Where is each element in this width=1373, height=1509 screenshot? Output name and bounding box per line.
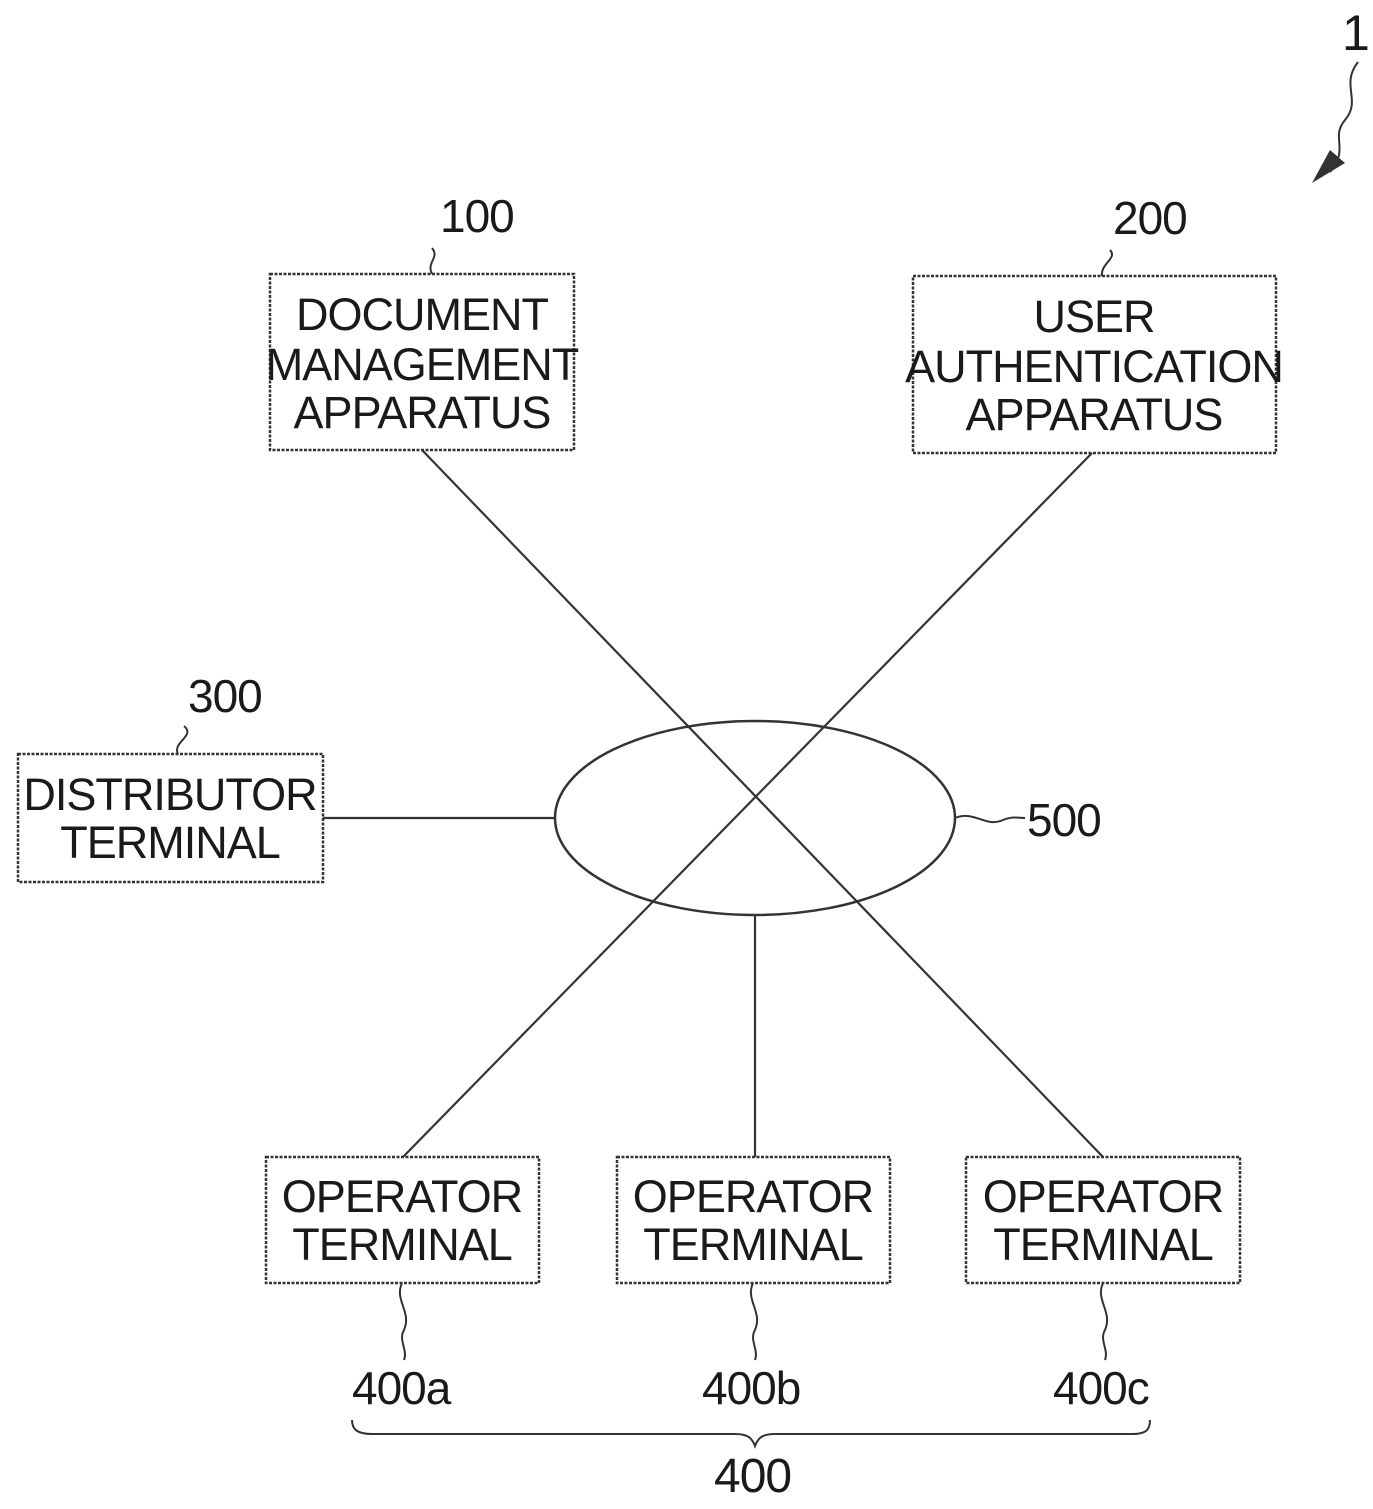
user-authentication-ref-leader <box>1102 250 1112 276</box>
user-authentication-line-3: APPARATUS <box>966 389 1223 440</box>
operator-terminal-a-line-1: OPERATOR <box>282 1171 522 1222</box>
link-100-400c <box>422 450 1103 1157</box>
operator-terminal-c-ref-leader <box>1101 1283 1107 1360</box>
distributor-terminal-node: 300 DISTRIBUTOR TERMINAL <box>18 670 323 882</box>
operator-terminal-a-line-2: TERMINAL <box>292 1219 512 1270</box>
connection-lines <box>323 450 1103 1157</box>
user-authentication-node: 200 USER AUTHENTICATION APPARATUS <box>905 192 1283 453</box>
operator-terminal-a-node: OPERATOR TERMINAL 400a <box>266 1157 539 1414</box>
figure-ref-label: 1 <box>1342 5 1369 61</box>
user-authentication-line-2: AUTHENTICATION <box>905 341 1283 392</box>
operator-terminal-b-ref: 400b <box>702 1362 800 1414</box>
link-200-400a <box>403 453 1092 1157</box>
operator-group-ref: 400 <box>714 1450 791 1503</box>
operator-terminal-c-ref: 400c <box>1053 1362 1149 1414</box>
operator-terminal-b-node: OPERATOR TERMINAL 400b <box>617 1157 890 1414</box>
figure-ref-arrowhead <box>1312 150 1345 183</box>
document-management-line-1: DOCUMENT <box>296 289 548 340</box>
operator-terminal-c-line-2: TERMINAL <box>993 1219 1213 1270</box>
operator-terminal-a-ref-leader <box>400 1283 406 1360</box>
network-ellipse <box>555 721 955 915</box>
document-management-node: 100 DOCUMENT MANAGEMENT APPARATUS <box>266 190 579 450</box>
document-management-ref: 100 <box>440 190 514 242</box>
operator-group-brace <box>352 1420 1150 1446</box>
distributor-terminal-line-2: TERMINAL <box>60 817 280 868</box>
operator-terminal-b-line-1: OPERATOR <box>633 1171 873 1222</box>
operator-terminal-a-ref: 400a <box>352 1362 452 1414</box>
distributor-terminal-ref-leader <box>177 726 187 754</box>
network-ref-label: 500 <box>1027 794 1101 846</box>
operator-terminal-c-line-1: OPERATOR <box>983 1171 1223 1222</box>
network-ref-leader <box>955 816 1025 822</box>
document-management-line-3: APPARATUS <box>294 387 551 438</box>
distributor-terminal-ref: 300 <box>188 670 262 722</box>
document-management-ref-leader <box>430 248 434 274</box>
user-authentication-line-1: USER <box>1033 291 1154 342</box>
operator-terminal-b-line-2: TERMINAL <box>643 1219 863 1270</box>
operator-terminal-c-node: OPERATOR TERMINAL 400c <box>966 1157 1240 1414</box>
distributor-terminal-line-1: DISTRIBUTOR <box>23 769 316 820</box>
user-authentication-ref: 200 <box>1113 192 1187 244</box>
document-management-line-2: MANAGEMENT <box>266 339 579 390</box>
operator-terminal-b-ref-leader <box>751 1283 757 1360</box>
